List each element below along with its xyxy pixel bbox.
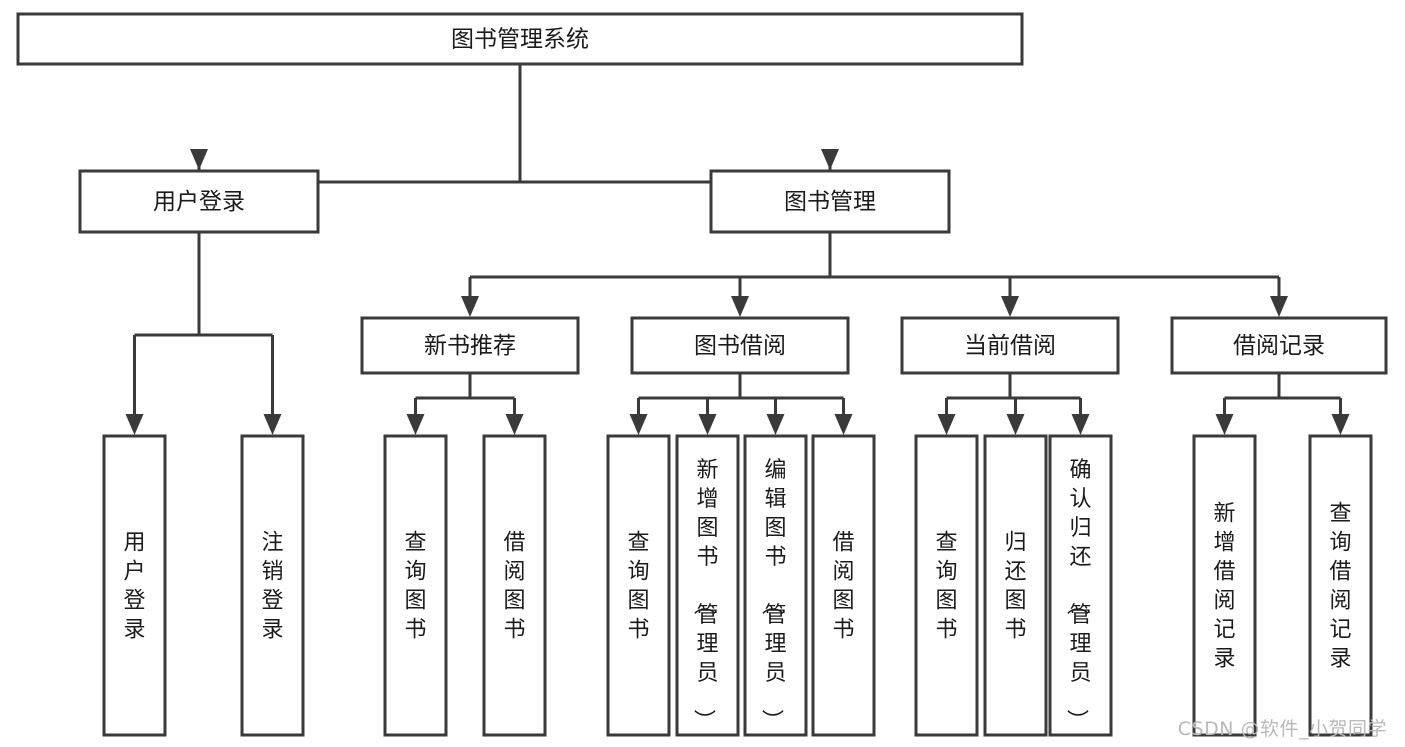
node-label-op-query-record: 查询借阅记录 bbox=[1329, 502, 1351, 672]
node-op-edit-book[interactable]: 编辑图书（管理员） bbox=[743, 434, 808, 737]
node-label-op-user-logout: 注销登录 bbox=[261, 531, 283, 643]
node-label-op-return-book: 归还图书 bbox=[1004, 531, 1026, 643]
node-label-op-edit-book: 编辑图书（管理员） bbox=[758, 458, 786, 731]
node-box-op-add-book bbox=[675, 434, 740, 737]
arrow-head-book-borrow bbox=[731, 296, 749, 317]
node-book-borrow[interactable]: 图书借阅 bbox=[630, 316, 850, 375]
arrow-head-op-confirm-return bbox=[1071, 414, 1090, 435]
node-label-root: 图书管理系统 bbox=[451, 27, 589, 53]
node-book-manage[interactable]: 图书管理 bbox=[709, 169, 951, 234]
node-op-query-book-3[interactable]: 查询图书 bbox=[914, 434, 979, 737]
node-label-current-borrow: 当前借阅 bbox=[964, 333, 1056, 359]
node-label-op-add-book: 新增图书（管理员） bbox=[690, 458, 718, 731]
arrow-head-op-add-record bbox=[1215, 414, 1234, 435]
arrow-head-user-login bbox=[190, 149, 208, 170]
node-box-op-user-logout bbox=[240, 434, 305, 737]
node-op-user-logout[interactable]: 注销登录 bbox=[240, 434, 305, 737]
node-op-query-book-2[interactable]: 查询图书 bbox=[606, 434, 671, 737]
arrow-head-op-query-book-1 bbox=[406, 414, 425, 435]
arrow-head-op-query-record bbox=[1331, 414, 1350, 435]
node-box-op-query-record bbox=[1308, 434, 1373, 737]
arrow-head-op-query-book-2 bbox=[629, 414, 648, 435]
arrow-head-op-borrow-book-1 bbox=[505, 414, 524, 435]
node-label-op-confirm-return: 确认归还（管理员） bbox=[1063, 458, 1091, 731]
node-box-user-login bbox=[78, 169, 320, 234]
node-box-book-manage bbox=[709, 169, 951, 234]
node-label-op-query-book-3: 查询图书 bbox=[935, 531, 957, 643]
node-box-op-add-record bbox=[1192, 434, 1257, 737]
arrow-head-op-edit-book bbox=[766, 414, 785, 435]
node-op-borrow-book-2[interactable]: 借阅图书 bbox=[811, 434, 876, 737]
edges-layer bbox=[125, 64, 1350, 435]
arrow-head-op-add-book bbox=[698, 414, 717, 435]
arrow-head-op-user-logout bbox=[263, 414, 282, 435]
node-label-op-user-login: 用户登录 bbox=[123, 531, 145, 643]
node-box-op-borrow-book-2 bbox=[811, 434, 876, 737]
node-box-op-query-book-1 bbox=[383, 434, 448, 737]
nodes-layer: 图书管理系统用户登录图书管理新书推荐图书借阅当前借阅借阅记录用户登录注销登录查询… bbox=[16, 12, 1388, 737]
node-label-op-borrow-book-1: 借阅图书 bbox=[503, 531, 525, 643]
node-box-op-query-book-2 bbox=[606, 434, 671, 737]
node-box-op-user-login bbox=[102, 434, 167, 737]
node-op-query-record[interactable]: 查询借阅记录 bbox=[1308, 434, 1373, 737]
arrow-head-op-query-book-3 bbox=[937, 414, 956, 435]
node-label-op-query-book-2: 查询图书 bbox=[627, 531, 649, 643]
node-label-new-book-recommend: 新书推荐 bbox=[424, 333, 516, 359]
node-user-login[interactable]: 用户登录 bbox=[78, 169, 320, 234]
node-label-user-login: 用户登录 bbox=[153, 189, 245, 215]
node-op-add-record[interactable]: 新增借阅记录 bbox=[1192, 434, 1257, 737]
node-op-add-book[interactable]: 新增图书（管理员） bbox=[675, 434, 740, 737]
node-box-borrow-record bbox=[1170, 316, 1388, 375]
node-borrow-record[interactable]: 借阅记录 bbox=[1170, 316, 1388, 375]
arrow-head-current-borrow bbox=[1001, 296, 1019, 317]
node-box-op-edit-book bbox=[743, 434, 808, 737]
node-box-op-confirm-return bbox=[1048, 434, 1113, 737]
node-label-op-query-book-1: 查询图书 bbox=[404, 531, 426, 643]
arrow-head-book-manage bbox=[821, 149, 839, 170]
node-box-current-borrow bbox=[900, 316, 1120, 375]
node-box-book-borrow bbox=[630, 316, 850, 375]
node-box-root bbox=[16, 12, 1024, 66]
node-label-book-borrow: 图书借阅 bbox=[694, 333, 786, 359]
node-root[interactable]: 图书管理系统 bbox=[16, 12, 1024, 66]
node-op-query-book-1[interactable]: 查询图书 bbox=[383, 434, 448, 737]
node-new-book-recommend[interactable]: 新书推荐 bbox=[360, 316, 580, 375]
node-label-op-add-record: 新增借阅记录 bbox=[1213, 502, 1235, 672]
node-op-borrow-book-1[interactable]: 借阅图书 bbox=[482, 434, 547, 737]
node-label-book-manage: 图书管理 bbox=[784, 189, 876, 215]
node-box-op-return-book bbox=[983, 434, 1048, 737]
arrow-head-op-borrow-book-2 bbox=[834, 414, 853, 435]
node-box-op-borrow-book-1 bbox=[482, 434, 547, 737]
arrow-head-new-book-recommend bbox=[461, 296, 479, 317]
node-label-op-borrow-book-2: 借阅图书 bbox=[832, 531, 854, 643]
arrow-head-borrow-record bbox=[1270, 296, 1288, 317]
arrow-head-op-return-book bbox=[1006, 414, 1025, 435]
node-op-return-book[interactable]: 归还图书 bbox=[983, 434, 1048, 737]
node-op-confirm-return[interactable]: 确认归还（管理员） bbox=[1048, 434, 1113, 737]
node-box-new-book-recommend bbox=[360, 316, 580, 375]
arrow-head-op-user-login bbox=[125, 414, 144, 435]
node-label-borrow-record: 借阅记录 bbox=[1233, 333, 1325, 359]
node-op-user-login[interactable]: 用户登录 bbox=[102, 434, 167, 737]
node-box-op-query-book-3 bbox=[914, 434, 979, 737]
node-current-borrow[interactable]: 当前借阅 bbox=[900, 316, 1120, 375]
